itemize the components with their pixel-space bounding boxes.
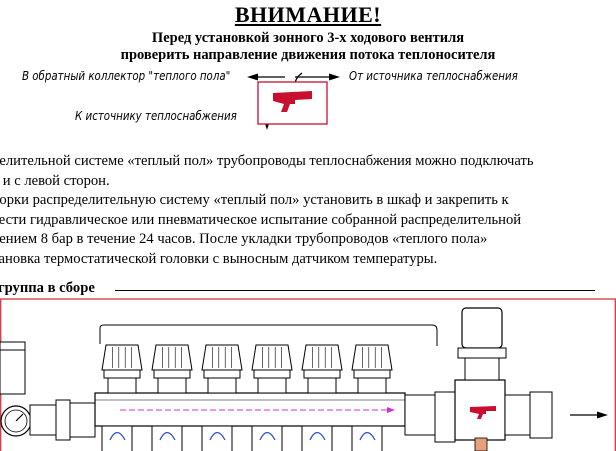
page-title: ВНИМАНИЕ! bbox=[234, 2, 382, 27]
valve-head-6 bbox=[351, 344, 393, 394]
valve-t-symbol bbox=[273, 91, 312, 112]
label-from-source: От источника теплоснабжения bbox=[349, 68, 518, 83]
valve-head-2 bbox=[151, 344, 193, 394]
paragraph-line-4: вести гидравлическое или пневматическое … bbox=[0, 211, 522, 228]
valve-heads bbox=[101, 344, 393, 394]
arrow-to-return-collector bbox=[247, 73, 285, 81]
paragraph-line-1: делительной системе «теплый пол» трубопр… bbox=[0, 153, 534, 169]
section-rule bbox=[115, 290, 595, 291]
subtitle-line-1: Перед установкой зонного 3-х ходового ве… bbox=[151, 30, 465, 46]
valve-head-5 bbox=[301, 344, 343, 394]
paragraph-line-3: борки распределительную систему «теплый … bbox=[0, 192, 509, 209]
assembly-drawing bbox=[0, 298, 616, 451]
valve-head-1 bbox=[101, 344, 143, 394]
label-return-collector: В обратный коллектор "теплого пола" bbox=[22, 68, 231, 83]
label-to-source: К источнику теплоснабжения bbox=[75, 108, 237, 123]
section-title: группа в сборе bbox=[0, 280, 95, 296]
arrow-from-source bbox=[295, 73, 340, 81]
paragraph-line-6: тановка термостатической головки с вынос… bbox=[0, 250, 438, 267]
paragraph-line-2: к и с левой сторон. bbox=[0, 172, 110, 189]
valve-head-4 bbox=[251, 344, 293, 394]
instructions-paragraph: делительной системе «теплый пол» трубопр… bbox=[0, 152, 616, 270]
paragraph-line-5: лением 8 бар в течение 24 часов. После у… bbox=[0, 231, 488, 248]
subtitle-line-2: проверить направление движения потока те… bbox=[120, 47, 496, 63]
valve-head-3 bbox=[201, 344, 243, 394]
